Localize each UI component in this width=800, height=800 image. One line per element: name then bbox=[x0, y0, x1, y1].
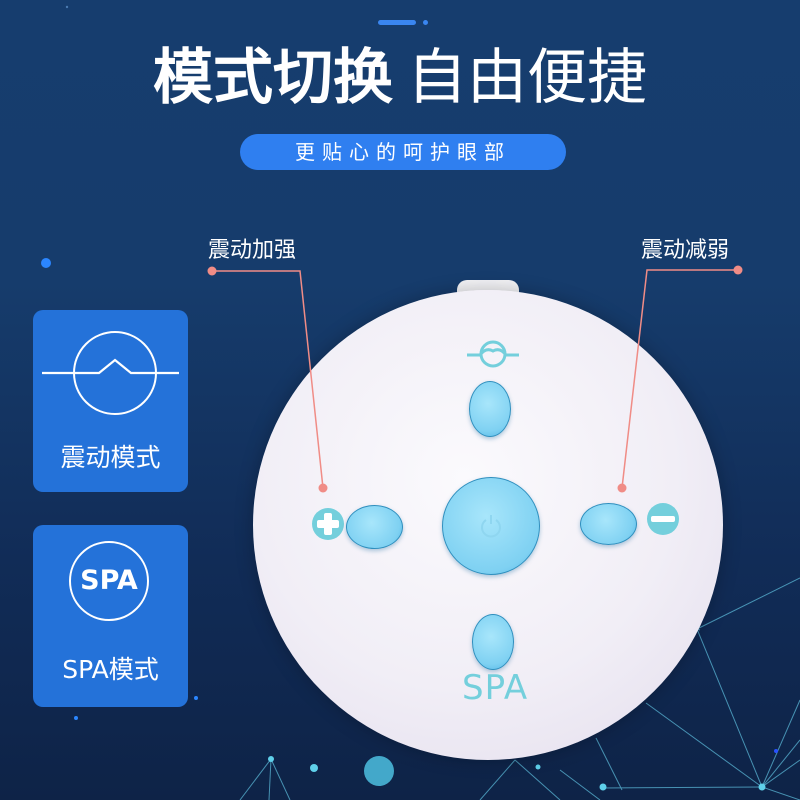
increase-button[interactable] bbox=[346, 505, 403, 549]
decorative-dot bbox=[423, 20, 428, 25]
power-button[interactable] bbox=[442, 477, 540, 575]
mode-card-label: 震动模式 bbox=[60, 443, 161, 472]
title-light-part: 自由便捷 bbox=[407, 43, 647, 113]
callout-label-decrease: 震动减弱 bbox=[641, 238, 730, 263]
spa-mode-button[interactable] bbox=[472, 614, 514, 670]
power-icon bbox=[481, 515, 501, 538]
device-spa-label: SPA bbox=[462, 668, 529, 708]
callout-label-increase: 震动加强 bbox=[208, 238, 297, 263]
device-vibration-icon bbox=[467, 340, 519, 368]
device-plus-icon bbox=[312, 508, 344, 540]
mode-card-label: SPA模式 bbox=[62, 655, 159, 684]
spa-icon-text: SPA bbox=[80, 565, 138, 596]
title-bold-part: 模式切换 bbox=[153, 43, 393, 113]
vibration-wave-icon bbox=[42, 331, 179, 415]
decorative-bar bbox=[378, 20, 416, 25]
mode-card-spa[interactable]: SPA SPA模式 bbox=[33, 525, 188, 707]
device-minus-icon bbox=[647, 503, 679, 535]
mode-card-vibration[interactable]: 震动模式 bbox=[33, 310, 188, 492]
subtitle-pill: 更贴心的呵护眼部 bbox=[240, 134, 566, 170]
decrease-button[interactable] bbox=[580, 503, 637, 545]
vibration-mode-button[interactable] bbox=[469, 381, 511, 437]
page-title: 模式切换自由便捷 bbox=[0, 38, 800, 118]
spa-circle-icon: SPA bbox=[69, 541, 149, 621]
